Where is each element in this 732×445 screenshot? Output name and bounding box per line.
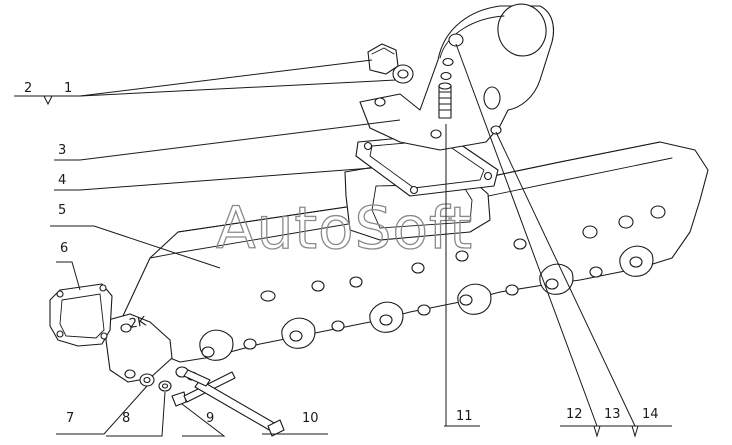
outlet-elbow xyxy=(359,3,555,151)
callout-8: 8 xyxy=(122,411,130,426)
inlet-gasket xyxy=(49,283,113,347)
callout-14: 14 xyxy=(642,407,659,422)
callout-3: 3 xyxy=(58,143,66,158)
callout-13: 13 xyxy=(604,407,621,422)
callout-4: 4 xyxy=(58,173,66,188)
callout-1: 1 xyxy=(64,81,72,96)
leader-lines xyxy=(14,43,672,438)
callout-6: 6 xyxy=(60,241,68,256)
plug-and-washer xyxy=(367,43,414,84)
callout-2: 2 xyxy=(24,81,32,96)
callout-9: 9 xyxy=(206,411,214,426)
exhaust-manifold-body: 2K xyxy=(105,141,709,383)
callout-11: 11 xyxy=(456,409,473,424)
watermark-text: AutoSoft xyxy=(216,194,473,262)
callout-7: 7 xyxy=(66,411,74,426)
callout-5: 5 xyxy=(58,203,66,218)
callout-10: 10 xyxy=(302,411,319,426)
callout-numbers: 1 2 3 4 5 6 7 8 9 10 11 12 13 14 xyxy=(24,81,659,426)
callout-12: 12 xyxy=(566,407,583,422)
stud xyxy=(438,82,452,119)
fasteners xyxy=(139,366,285,437)
casting-mark: 2K xyxy=(128,314,148,332)
